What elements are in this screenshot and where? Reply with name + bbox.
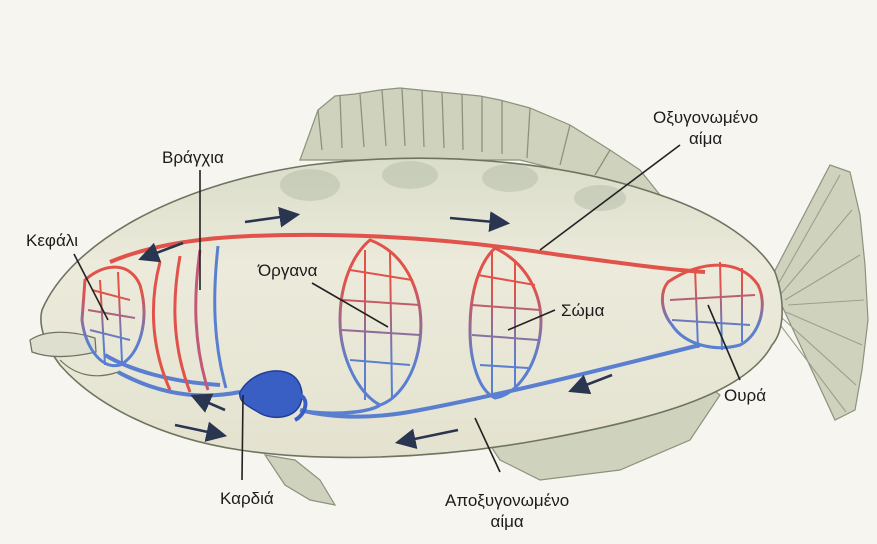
label-head: Κεφάλι bbox=[26, 230, 78, 251]
label-oxygenated-line1: Οξυγονωμένο bbox=[653, 107, 758, 128]
label-deoxygenated-line1: Αποξυγονωμένο bbox=[445, 490, 569, 511]
label-organs: Όργανα bbox=[258, 260, 318, 281]
label-gills: Βράγχια bbox=[162, 147, 224, 168]
label-deoxygenated-line2: αίμα bbox=[445, 511, 569, 532]
label-deoxygenated-blood: Αποξυγονωμένο αίμα bbox=[445, 490, 569, 532]
label-oxygenated-line2: αίμα bbox=[653, 128, 758, 149]
label-heart: Καρδιά bbox=[220, 488, 274, 509]
label-oxygenated-blood: Οξυγονωμένο αίμα bbox=[653, 107, 758, 149]
tail-fin bbox=[770, 165, 868, 420]
label-tail: Ουρά bbox=[724, 385, 766, 406]
pelvic-fin bbox=[265, 455, 335, 505]
label-body: Σώμα bbox=[561, 300, 604, 321]
